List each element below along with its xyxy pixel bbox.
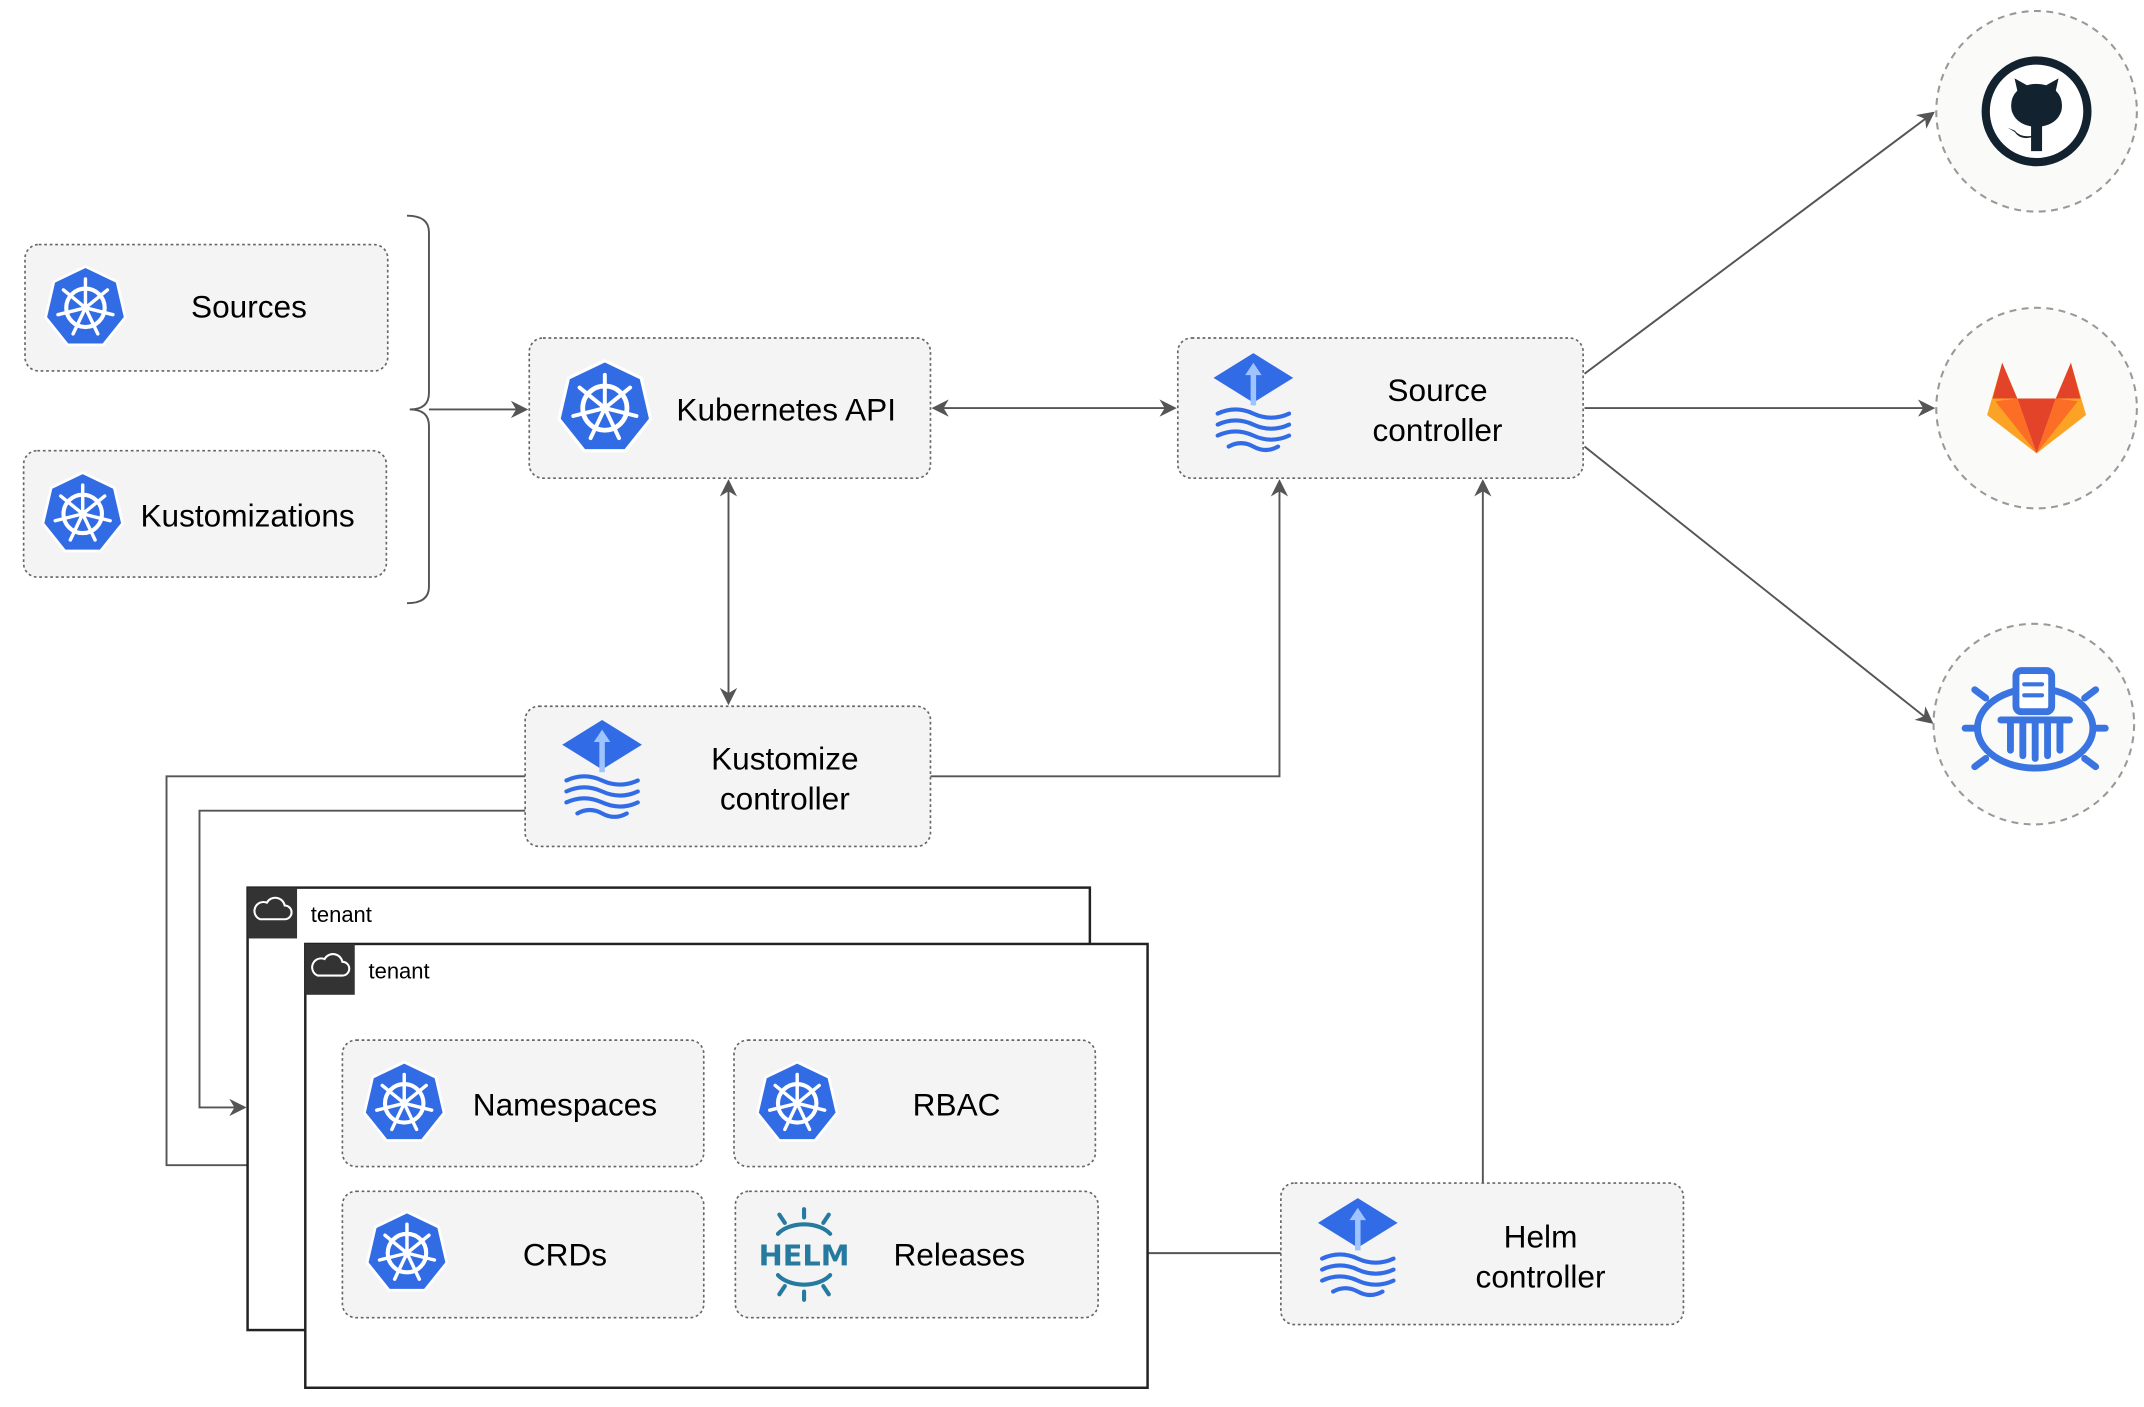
github-icon [1981, 56, 2092, 167]
helm-controller-label-1: Helm [1504, 1219, 1578, 1255]
edge-kustomize-to-tenant-back [198, 809, 526, 1117]
source-controller-node[interactable]: Source controller [1176, 337, 1584, 479]
releases-node[interactable]: HELM Releases [734, 1190, 1099, 1319]
tenant-front[interactable]: tenant Namespaces RBAC CRDs [304, 942, 1149, 1390]
sources-node[interactable]: Sources [24, 243, 389, 372]
helm-controller-node[interactable]: Helm controller [1280, 1182, 1685, 1326]
edge-kustomize-to-tenant-front [165, 775, 526, 1174]
namespaces-node[interactable]: Namespaces [341, 1039, 705, 1168]
kustomizations-node[interactable]: Kustomizations [22, 449, 388, 578]
helm-controller-label-2: controller [1476, 1258, 1606, 1294]
gitlab-source[interactable] [1935, 306, 2138, 510]
releases-label: Releases [893, 1236, 1025, 1272]
rbac-node[interactable]: RBAC [733, 1039, 1097, 1168]
edge-source-to-helmrepo [1583, 445, 1934, 724]
edge-source-to-github [1583, 111, 1935, 375]
crds-label: CRDs [523, 1236, 607, 1272]
tenant-label: tenant [311, 902, 372, 927]
helm-icon: HELM [759, 1207, 850, 1302]
crds-node[interactable]: CRDs [341, 1190, 705, 1319]
source-controller-label-2: controller [1373, 412, 1503, 448]
kustomize-controller-label-1: Kustomize [711, 740, 858, 776]
kubernetes-api-node[interactable]: Kubernetes API [528, 337, 932, 479]
helm-repository-source[interactable] [1932, 622, 2136, 826]
namespaces-label: Namespaces [473, 1087, 657, 1123]
kustomizations-label: Kustomizations [140, 497, 354, 533]
edge-kustomize-to-source [930, 479, 1289, 778]
kustomize-controller-node[interactable]: Kustomize controller [524, 705, 932, 848]
helm-logo-text: HELM [759, 1238, 850, 1272]
github-source[interactable] [1935, 9, 2138, 213]
sources-label: Sources [191, 288, 307, 324]
kubernetes-api-label: Kubernetes API [676, 391, 896, 427]
brace [406, 214, 430, 605]
kustomize-controller-label-2: controller [720, 780, 850, 816]
tenant-label: tenant [369, 958, 430, 983]
helm-repository-icon [1961, 667, 2109, 772]
gitlab-icon [1987, 362, 2087, 454]
source-controller-label-1: Source [1387, 372, 1487, 408]
rbac-label: RBAC [913, 1087, 1001, 1123]
